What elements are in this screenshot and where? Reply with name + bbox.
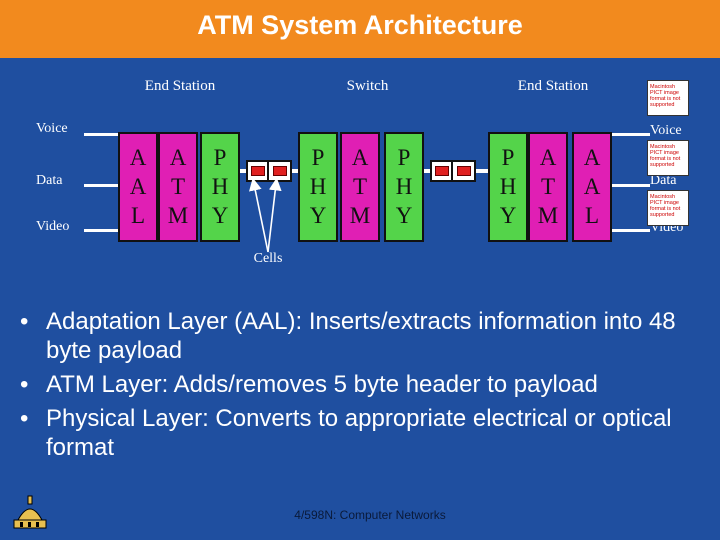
right-voice-line [612,133,650,136]
left-label-data: Data [36,173,63,188]
bullet-list: •Adaptation Layer (AAL): Inserts/extract… [20,307,710,467]
bullet-phy: •Physical Layer: Converts to appropriate… [20,405,672,461]
right-video-line [612,229,650,232]
slide-title: ATM System Architecture [197,10,523,40]
cell [432,162,454,180]
left-data-line [84,184,122,187]
unsupported-image-placeholder: Macintosh PICT image format is not suppo… [647,140,689,176]
unsupported-image-placeholder: Macintosh PICT image format is not suppo… [647,190,689,226]
right-label-voice: Voice [650,123,682,138]
left-video-line [84,229,122,232]
header-end-station-left: End Station [144,78,216,94]
cell [453,162,474,180]
left-label-video: Video [36,219,70,234]
footer-text: 4/598N: Computer Networks [294,508,446,522]
cells-right [430,160,476,182]
cells-label: Cells [253,251,283,266]
dome-logo-icon [13,495,47,529]
header-end-station-right: End Station [517,78,589,94]
bullet-aal: •Adaptation Layer (AAL): Inserts/extract… [20,308,676,364]
cell [269,162,290,180]
left-label-voice: Voice [36,121,68,136]
unsupported-image-placeholder: Macintosh PICT image format is not suppo… [647,80,689,116]
cells-arrows [249,177,282,253]
bullet-atm: •ATM Layer: Adds/removes 5 byte header t… [20,371,598,398]
title-bar [0,0,720,58]
right-data-line [612,184,650,187]
left-voice-line [84,133,122,136]
cell [248,162,270,180]
right-label-data: Data [650,173,677,188]
header-switch: Switch [346,78,389,94]
